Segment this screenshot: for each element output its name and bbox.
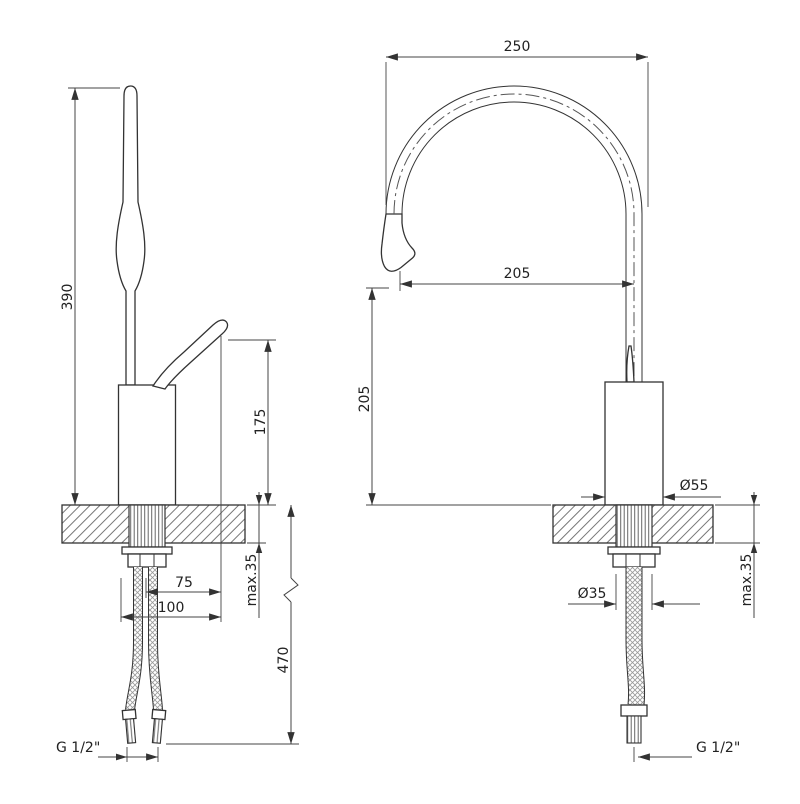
- dim-side-body-height-label: 175: [253, 409, 269, 436]
- side-spout-profile: [115, 85, 146, 386]
- dim-front-spout-height: 205: [357, 287, 551, 506]
- front-view: [380, 85, 714, 744]
- break-symbol: [283, 577, 299, 603]
- arrow-down: [255, 495, 263, 505]
- side-threaded-shank: [128, 504, 166, 548]
- front-supply-hose: [625, 567, 646, 706]
- arrow-down: [750, 495, 758, 505]
- side-washer: [121, 546, 173, 555]
- dim-side-thread-label: G 1/2": [56, 740, 100, 756]
- front-hose-fitting: [620, 704, 648, 744]
- dim-front-shank-diameter: Ø35: [568, 574, 700, 610]
- side-lever-handle: [151, 319, 229, 390]
- side-view: [61, 85, 246, 744]
- arrow-up: [750, 543, 758, 553]
- side-mounting-nut: [127, 553, 167, 568]
- dim-front-shank-diameter-label: Ø35: [578, 586, 607, 602]
- dim-side-offsets: 75 100: [120, 336, 222, 622]
- side-supply-hoses: [125, 567, 163, 711]
- dim-front-spout-reach: 205: [399, 266, 634, 291]
- dim-side-deck-thickness: max.35: [244, 492, 266, 618]
- spout-centerline: [393, 93, 635, 396]
- side-faucet-body: [117, 384, 177, 506]
- dim-side-hose-length: 470: [166, 505, 299, 745]
- front-spout-head: [380, 213, 416, 272]
- dim-side-offset-75-label: 75: [175, 575, 193, 591]
- front-threaded-shank: [615, 504, 653, 548]
- dim-front-thread-label: G 1/2": [696, 740, 740, 756]
- dim-side-hose-length-label: 470: [276, 647, 292, 674]
- front-lever-edge: [626, 345, 635, 383]
- front-faucet-body: [604, 381, 664, 506]
- front-washer: [607, 546, 661, 555]
- arrow-right: [116, 753, 127, 761]
- front-spout-inner-arc: [401, 101, 627, 215]
- dim-side-offset-100-label: 100: [158, 600, 185, 616]
- side-hose-fitting-left: [121, 708, 137, 744]
- front-mounting-nut: [612, 553, 656, 568]
- dim-front-body-diameter-label: Ø55: [680, 478, 709, 494]
- dim-side-deck-thickness-label: max.35: [244, 554, 260, 607]
- dim-front-overall-width-label: 250: [504, 39, 531, 55]
- front-spout-outer-arc: [385, 85, 643, 215]
- dim-side-total-height: 390: [60, 87, 120, 505]
- dim-side-total-height-label: 390: [60, 284, 76, 311]
- dim-front-spout-height-label: 205: [357, 386, 373, 413]
- dim-front-overall-width: 250: [385, 39, 649, 207]
- dim-front-thread: G 1/2": [633, 740, 740, 762]
- dim-front-deck-thickness: max.35: [715, 492, 760, 618]
- dim-front-deck-thickness-label: max.35: [739, 554, 755, 607]
- dim-front-body-diameter: Ø55: [581, 478, 721, 501]
- dim-front-spout-reach-label: 205: [504, 266, 531, 282]
- arrow-up: [255, 543, 263, 553]
- side-hose-fitting-right: [151, 708, 167, 744]
- dim-side-thread: G 1/2": [56, 740, 159, 762]
- dim-side-body-height: 175: [228, 339, 276, 506]
